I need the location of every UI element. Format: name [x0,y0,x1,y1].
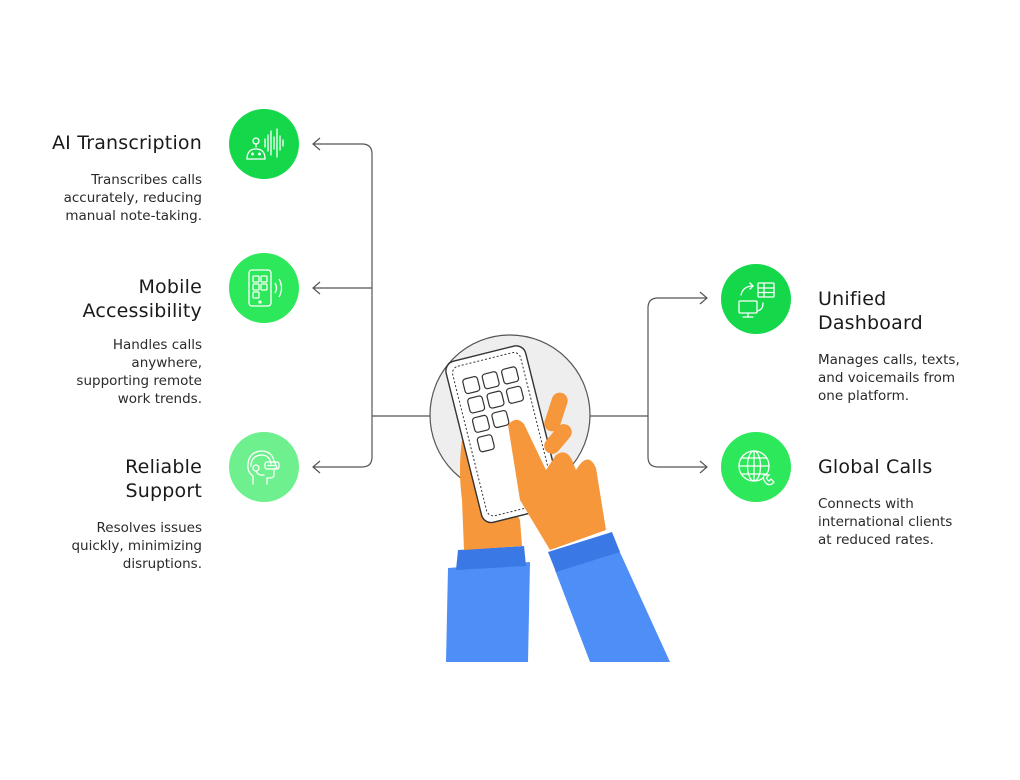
connector-global-calls [647,416,707,468]
right-sleeve [548,532,670,662]
arrowhead-right-2 [699,460,708,474]
feature-title: AI Transcription [51,132,202,154]
dashboard-sync-icon [738,282,775,318]
phone-keypad [462,366,524,453]
feature-description: Manages calls, texts, and voicemails fro… [818,352,960,404]
icon-circle-ai-transcription [229,109,299,179]
icon-circle-global-calls [721,432,791,502]
left-sleeve [446,546,530,662]
feature-title: Mobile Accessibility [82,276,202,322]
globe-phone-icon [738,450,775,486]
feature-description: Handles calls anywhere, supporting remot… [76,337,202,407]
icon-circle-reliable-support [229,432,299,502]
arrowhead-left-3 [312,460,321,474]
feature-description: Connects with international clients at r… [818,496,953,548]
icon-circle-unified-dashboard [721,264,791,334]
feature-title: Unified Dashboard [818,288,923,334]
feature-title: Reliable Support [125,456,202,502]
arrowhead-left-2 [312,281,321,295]
connector-unified-dashboard [647,297,707,416]
right-hand [508,392,606,550]
feature-description: Resolves issues quickly, minimizing disr… [71,520,202,572]
connector-ai-transcription [313,143,373,416]
arrowhead-left-1 [312,137,321,151]
arrowhead-right-1 [699,291,708,305]
robot-voice-icon [246,128,284,160]
phone-apps-icon [248,269,283,307]
feature-description: Transcribes calls accurately, reducing m… [63,172,202,224]
connector-reliable-support [313,416,373,468]
headset-agent-icon [247,450,280,485]
icon-circle-mobile-accessibility [229,253,299,323]
feature-title: Global Calls [818,456,933,478]
